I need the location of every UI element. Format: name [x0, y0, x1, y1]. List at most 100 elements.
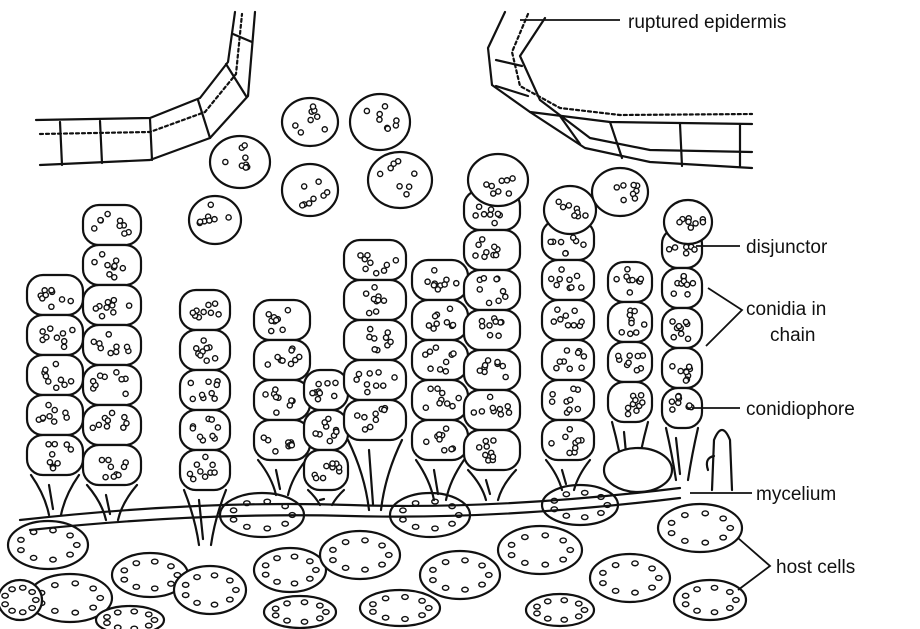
host-cell-granule	[362, 567, 368, 572]
host-cell-granule	[230, 517, 236, 522]
conidium-granule	[106, 457, 111, 462]
host-cell-granule	[727, 606, 733, 611]
conidium-granule	[46, 402, 51, 407]
host-cell-granule	[582, 490, 588, 495]
conidium-granule	[311, 196, 316, 201]
conidium-granule	[354, 377, 359, 382]
host-cell-granule	[194, 600, 200, 605]
conidium-granule	[385, 330, 390, 335]
detached-conidium	[210, 136, 270, 188]
host-cell-granule	[402, 617, 408, 622]
conidium-granule	[423, 352, 428, 357]
conidium-granule	[477, 204, 482, 209]
conidium-granule	[563, 313, 568, 318]
host-cell-granule	[307, 576, 313, 581]
host-cell-granule	[264, 526, 270, 531]
conidium-granule	[68, 447, 73, 452]
conidium-granule	[114, 258, 119, 263]
host-cell-granule	[168, 581, 174, 586]
conidium-granule	[481, 276, 486, 281]
conidium-granule	[58, 377, 63, 382]
conidium	[83, 325, 141, 365]
conidium-granule	[575, 406, 580, 411]
conidium-granule	[491, 191, 496, 196]
conidium-granule	[68, 298, 73, 303]
conidium-granule	[504, 178, 509, 183]
conidium-granule	[428, 366, 433, 371]
conidiophore	[381, 440, 402, 510]
conidium-granule	[393, 258, 398, 263]
conidium-granule	[44, 335, 49, 340]
host-cell-granule	[330, 558, 336, 563]
conidium-granule	[490, 454, 495, 459]
conidium-granule	[567, 277, 572, 282]
host-cell-granule	[567, 548, 573, 553]
conidium-granule	[559, 267, 564, 272]
conidium-granule	[105, 263, 110, 268]
detached-conidium	[544, 186, 596, 234]
conidium-granule	[671, 335, 676, 340]
host-cell-granule	[382, 615, 388, 620]
conidium-granule	[640, 400, 645, 405]
conidium-granule	[437, 401, 442, 406]
conidium-granule	[677, 220, 682, 225]
conidium-granule	[368, 327, 373, 332]
conidium-granule	[213, 356, 218, 361]
conidium-granule	[356, 371, 361, 376]
conidium	[412, 300, 468, 340]
host-cell-granule	[508, 553, 514, 558]
conidium-granule	[627, 290, 632, 295]
conidium-granule	[198, 469, 203, 474]
epidermis-cell-wall	[150, 119, 152, 160]
conidium-granule	[480, 237, 485, 242]
host-cell-granule	[486, 573, 492, 578]
conidium-granule	[201, 309, 206, 314]
conidium-granule	[483, 438, 488, 443]
conidium-granule	[435, 287, 440, 292]
conidium-granule	[105, 300, 110, 305]
host-cell-granule	[419, 598, 425, 603]
conidiophore	[118, 485, 137, 520]
conidium-granule	[628, 331, 633, 336]
conidium-granule	[187, 471, 192, 476]
label-conidia-line2: chain	[770, 325, 815, 346]
conidium-granule	[425, 279, 430, 284]
conidium-granule	[98, 218, 103, 223]
host-cell-granule	[563, 492, 569, 497]
detached-conidium	[468, 154, 528, 206]
conidium-granule	[424, 439, 429, 444]
conidium-granule	[382, 104, 387, 109]
conidium-granule	[223, 159, 228, 164]
conidium-granule	[447, 306, 452, 311]
conidium-granule	[54, 335, 59, 340]
host-cell-granule	[656, 576, 662, 581]
conidium-granule	[487, 333, 492, 338]
conidium-granule	[557, 277, 562, 282]
conidium-granule	[209, 417, 214, 422]
conidiophore	[446, 460, 464, 500]
host-cell-granule	[33, 598, 39, 603]
host-cell-granule	[97, 596, 103, 601]
conidium-granule	[549, 441, 554, 446]
conidium-granule	[619, 330, 624, 335]
conidium-granule	[377, 117, 382, 122]
conidium-granule	[407, 184, 412, 189]
host-cell-granule	[561, 617, 567, 622]
label-conidia-line1: conidia in	[746, 299, 826, 320]
conidium	[254, 380, 310, 420]
conidium-granule	[503, 294, 508, 299]
conidium-granule	[621, 197, 626, 202]
host-cell-granule	[284, 618, 290, 623]
conidium-granule	[216, 312, 221, 317]
conidium-granule	[190, 310, 195, 315]
host-cell-granule	[29, 590, 35, 595]
host-cell-granule	[146, 612, 152, 617]
conidium-granule	[496, 298, 501, 303]
host-cell-granule	[313, 568, 319, 573]
epidermis-cell-wall	[610, 122, 622, 158]
conidium-granule	[108, 464, 113, 469]
conidium-granule	[376, 370, 381, 375]
host-cell-granule	[560, 557, 566, 562]
conidium-granule	[261, 435, 266, 440]
conidium-granule	[372, 336, 377, 341]
